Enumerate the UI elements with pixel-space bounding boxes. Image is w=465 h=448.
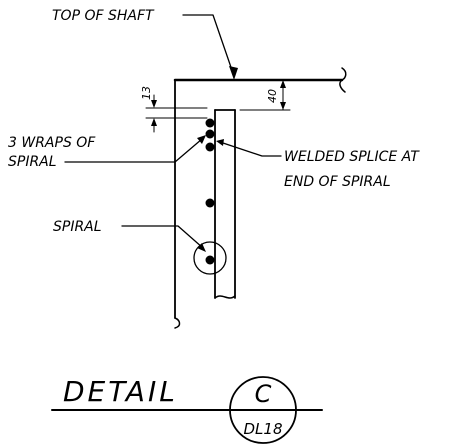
shaft-outline: [173, 67, 347, 329]
spiral-highlight-circle: [193, 241, 227, 275]
detail-title-block: DETAIL C DL18: [51, 375, 323, 444]
dimension-13: 13: [140, 86, 208, 133]
wraps-arrowhead: [197, 135, 206, 144]
dimension-13-arrow-top: [151, 100, 157, 108]
top-of-shaft-label: TOP OF SHAFT: [52, 8, 155, 24]
wraps-label-line1: 3 WRAPS OF: [8, 135, 96, 151]
dimension-40-arrow-top: [280, 80, 286, 88]
spiral-leader: [121, 225, 204, 249]
top-of-shaft-arrowhead: [229, 66, 238, 80]
splice-leader: [219, 141, 282, 157]
spiral-dot: [205, 198, 215, 208]
spiral-wrap-dot: [205, 129, 215, 139]
splice-label-line1: WELDED SPLICE AT: [284, 149, 420, 165]
bar-break: [214, 295, 236, 299]
splice-arrowhead: [216, 139, 224, 146]
detail-bubble: [229, 376, 297, 444]
dimension-13-text: 13: [140, 86, 153, 100]
spiral-label: SPIRAL: [53, 219, 102, 235]
top-of-shaft-leader: [182, 14, 235, 77]
spiral-dot: [205, 255, 215, 265]
dimension-40: 40: [239, 79, 291, 111]
spiral-wraps: [193, 118, 227, 275]
splice-label-line2: END OF SPIRAL: [284, 174, 391, 190]
dimension-40-text: 40: [266, 89, 279, 103]
spiral-wrap-dot: [205, 118, 215, 128]
sheet-reference: DL18: [244, 420, 283, 438]
detail-id: C: [255, 380, 272, 408]
shaft-break-bottom: [174, 317, 181, 329]
shaft-break-right: [339, 67, 347, 93]
wraps-leader: [64, 138, 203, 163]
wraps-label-line2: SPIRAL: [8, 154, 57, 170]
longitudinal-bar: [214, 109, 236, 299]
wraps-callout: 3 WRAPS OF SPIRAL: [8, 135, 206, 170]
spiral-callout: SPIRAL: [53, 219, 206, 252]
spiral-arrowhead: [197, 243, 206, 252]
detail-title: DETAIL: [63, 375, 178, 408]
dimension-13-arrow-bottom: [151, 118, 157, 126]
dimension-40-arrow-bottom: [280, 102, 286, 110]
splice-callout: WELDED SPLICE AT END OF SPIRAL: [216, 139, 420, 190]
top-of-shaft-callout: TOP OF SHAFT: [52, 8, 238, 80]
spiral-wrap-dot: [205, 142, 215, 152]
